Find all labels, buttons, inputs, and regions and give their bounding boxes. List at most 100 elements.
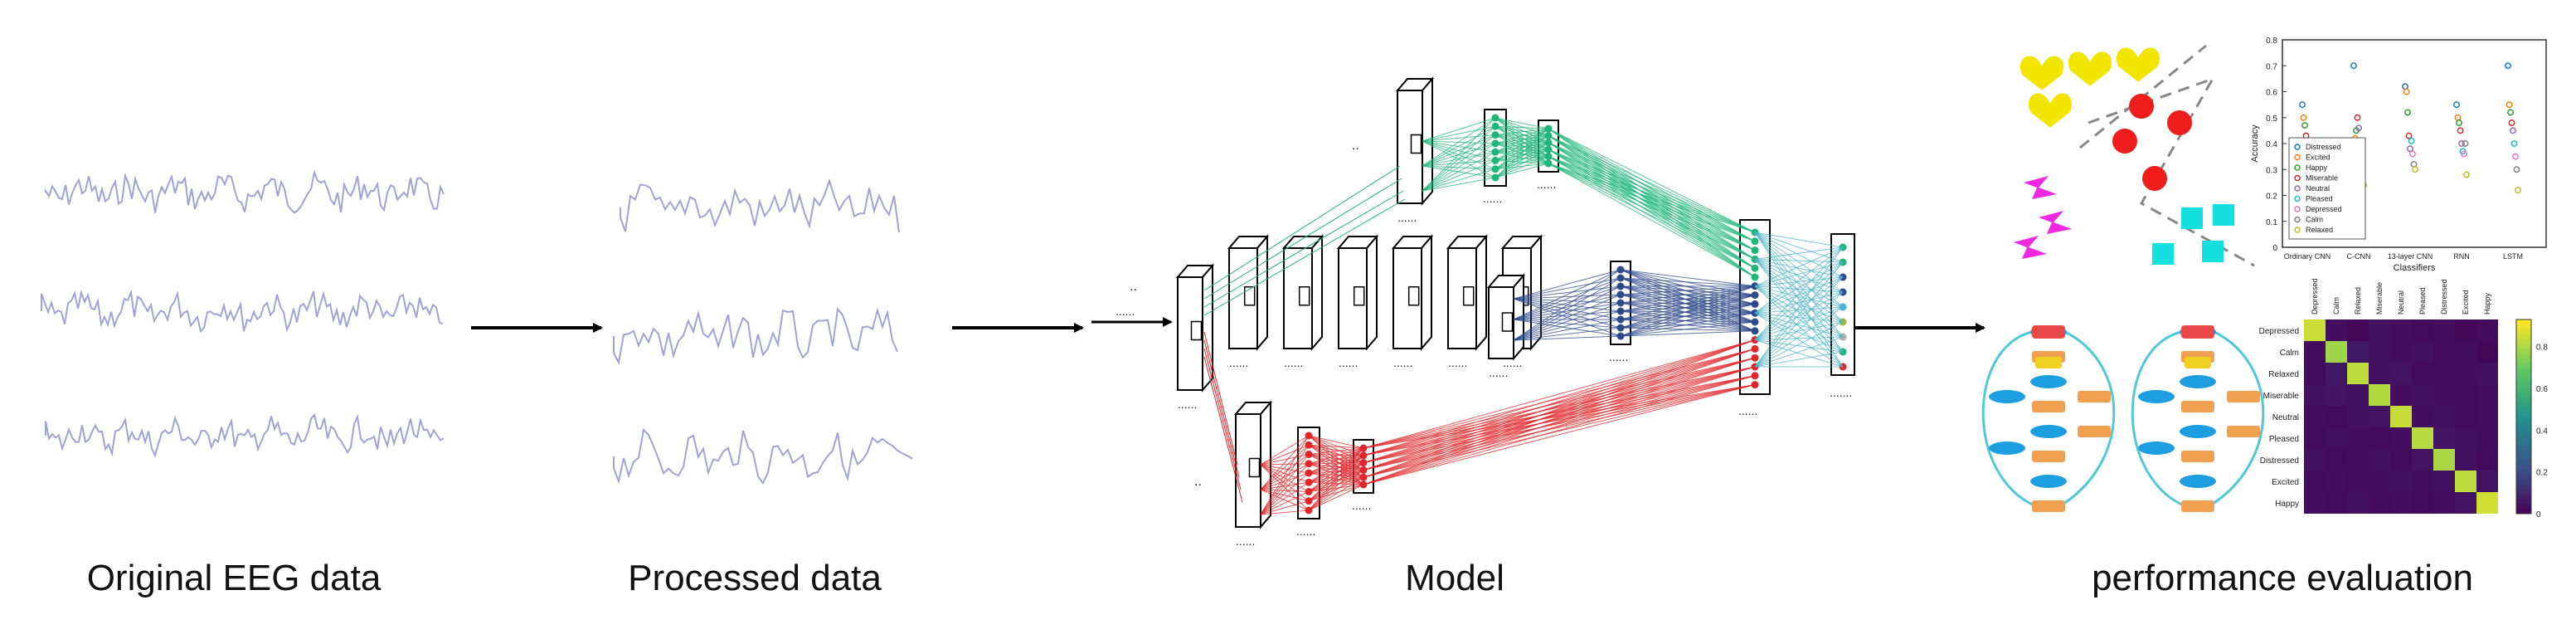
colorbar-band (2516, 344, 2531, 349)
scatter-point (2462, 140, 2469, 147)
tree-node (2032, 451, 2065, 462)
scatter-xtick-label: Ordinary CNN (2284, 252, 2331, 261)
colorbar-band (2516, 460, 2531, 466)
confusion-cell (2433, 384, 2455, 406)
caption-processed: Processed data (628, 558, 882, 598)
confusion-cell (2476, 427, 2498, 449)
confusion-cell (2369, 471, 2390, 492)
confusion-cell (2304, 341, 2326, 363)
scatter-legend-label: Pleased (2306, 195, 2333, 203)
confusion-cell (2347, 471, 2369, 492)
confusion-cell (2433, 406, 2455, 427)
scatter-ytick-label: 0.4 (2266, 140, 2277, 149)
confusion-cell (2390, 363, 2412, 384)
scatter-point (2404, 109, 2411, 116)
conv-block-5: ...... (1446, 234, 1489, 369)
colorbar-band (2516, 431, 2531, 436)
svg-text:.......: ....... (1830, 386, 1852, 399)
tree-node (2181, 500, 2214, 512)
confusion-cell (2347, 341, 2369, 363)
scatter-legend-label: Miserable (2306, 174, 2338, 183)
colorbar-band (2516, 455, 2531, 461)
colorbar-band (2516, 373, 2531, 378)
tree-root (2181, 325, 2214, 339)
cyan-square-1 (2181, 207, 2203, 229)
confusion-cell (2455, 492, 2476, 514)
scatter-point (2510, 127, 2516, 134)
scatter-point (2453, 101, 2460, 109)
conv-block-3: ...... (1336, 234, 1379, 369)
confusion-cell (2390, 471, 2412, 492)
scatter-legend: DistressedExcitedHappyMiserableNeutralPl… (2288, 137, 2366, 240)
colorbar-band (2516, 392, 2531, 398)
links-top-conv-fc1 (1422, 117, 1496, 192)
conv-block-input: ...... (1175, 263, 1215, 411)
tree-node (2181, 401, 2214, 412)
links-bottom-conv-fc1 (1260, 435, 1310, 515)
confusion-row-label: Relaxed (2268, 370, 2299, 379)
confusion-cell (2304, 406, 2326, 427)
confusion-cell (2476, 471, 2498, 492)
colorbar-band (2516, 436, 2531, 441)
colorbar-band (2516, 446, 2531, 451)
tree-node (1989, 441, 2025, 455)
confusion-row-label: Neutral (2272, 413, 2299, 422)
scatter-ytick-label: 0.7 (2266, 62, 2277, 71)
scatter-point (2508, 119, 2515, 126)
confusion-cell (2476, 492, 2498, 514)
links-bottom-fc1-fc2 (1308, 435, 1364, 511)
colorbar-band (2516, 499, 2531, 505)
colorbar-band (2516, 329, 2531, 335)
confusion-cell (2455, 384, 2476, 406)
colorbar-band (2516, 363, 2531, 368)
confusion-cell (2476, 319, 2498, 341)
yellow-heart-1 (2019, 56, 2064, 90)
confusion-cell (2412, 449, 2433, 471)
confusion-cell (2412, 363, 2433, 384)
confusion-row-label: Pleased (2269, 435, 2299, 444)
colorbar-tick-label: 0.2 (2536, 469, 2548, 478)
scatter-legend-marker (2294, 164, 2301, 171)
confusion-col-label: Pleased (2418, 287, 2427, 315)
tree-root (2032, 325, 2065, 339)
yellow-heart-2 (2068, 51, 2112, 86)
confusion-cell (2304, 384, 2326, 406)
confusion-cell (2304, 363, 2326, 384)
confusion-cell (2304, 427, 2326, 449)
links-input-branches (1203, 165, 1406, 503)
confusion-cell (2433, 427, 2455, 449)
confusion-cell (2412, 492, 2433, 514)
svg-text:......: ...... (1448, 356, 1467, 369)
confusion-cell (2455, 427, 2476, 449)
svg-text:......: ...... (1284, 356, 1303, 369)
confusion-cell (2433, 449, 2455, 471)
colorbar-band (2516, 358, 2531, 364)
magenta-star-3 (2014, 236, 2047, 259)
confusion-cell (2390, 427, 2412, 449)
confusion-cell (2412, 341, 2433, 363)
tree-node (2180, 425, 2216, 438)
confusion-col-label: Neutral (2397, 290, 2405, 315)
tree-node (2078, 391, 2111, 402)
colorbar-band (2516, 450, 2531, 456)
confusion-cell (2347, 406, 2369, 427)
scatter-legend-label: Depressed (2306, 205, 2342, 213)
svg-text:......: ...... (1397, 211, 1417, 224)
magenta-star-1 (2024, 176, 2057, 199)
confusion-row-label: Miserable (2263, 392, 2300, 401)
scatter-point (2409, 150, 2416, 158)
colorbar-band (2516, 339, 2531, 344)
tree-node (2032, 500, 2065, 512)
confusion-row-label: Depressed (2259, 327, 2299, 336)
confusion-col-label: Distressed (2440, 279, 2448, 315)
confusion-cell (2433, 319, 2455, 341)
scatter-point (2513, 166, 2520, 173)
confusion-cell (2390, 492, 2412, 514)
processed-trace-2 (613, 307, 898, 365)
confusion-col-label: Relaxed (2354, 287, 2362, 315)
confusion-cell (2455, 471, 2476, 492)
tree-node (1989, 390, 2025, 403)
colorbar-frame (2515, 319, 2532, 515)
scatter-point (2458, 140, 2465, 147)
confusion-cell (2390, 341, 2412, 363)
